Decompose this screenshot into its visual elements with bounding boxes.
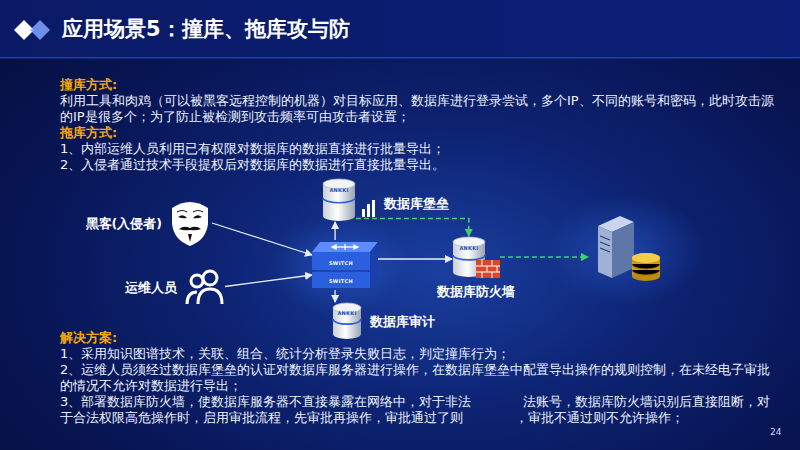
body-text: 3、部署数据库防火墙，使数据库服务器不直接暴露在网络中，对于非法 法账号，数据库…	[60, 394, 772, 426]
database-firewall: ANKKI数据库防火墙	[452, 236, 500, 278]
database-audit: ANKKI数据库审计	[332, 302, 362, 340]
database-firewall-shape	[452, 236, 500, 278]
section-heading: 撞库方式:	[60, 77, 117, 93]
body-text: 2、入侵者通过技术手段提权后对数据库的数据进行直接批量导出。	[60, 157, 776, 173]
database-bastion: ANKKI数据库堡垒	[322, 178, 356, 222]
database-bastion-shape	[322, 178, 356, 222]
node-label: 数据库堡垒	[384, 196, 449, 211]
page-number: 24	[770, 424, 781, 440]
hacker-icon: 黑客(入侵者)	[168, 200, 212, 246]
connector	[225, 275, 312, 287]
node-label: 数据库防火墙	[432, 284, 520, 299]
section-heading: 解决方案:	[60, 330, 117, 346]
body-text: 1、采用知识图谱技术，关联、组合、统计分析登录失败日志，判定撞库行为；	[60, 346, 776, 362]
device-mark: ANKKI	[332, 310, 362, 316]
connector	[212, 223, 312, 255]
device-mark: SWITCH	[312, 260, 370, 266]
database-server-shape	[588, 212, 662, 282]
switch-icon: SWITCH SWITCH	[312, 240, 378, 290]
slide-title: 应用场景5：撞库、拖库攻与防	[62, 16, 350, 42]
body-text: 2、运维人员须经过数据库堡垒的认证对数据库服务器进行操作，在数据库堡垒中配置导出…	[60, 362, 772, 394]
database-server	[588, 212, 662, 282]
operator-icon: 运维人员	[185, 268, 225, 305]
operator-icon-shape	[185, 268, 225, 305]
section-heading: 拖库方式:	[60, 125, 117, 141]
device-mark: SWITCH	[312, 278, 370, 284]
connector	[334, 290, 335, 302]
connector	[378, 258, 452, 259]
body-text: 1、内部运维人员利用已有权限对数据库的数据直接进行批量导出；	[60, 141, 776, 157]
device-mark: ANKKI	[322, 187, 356, 193]
hacker-icon-shape	[168, 200, 212, 246]
node-label: 数据库审计	[370, 314, 435, 329]
node-label: 运维人员	[125, 280, 177, 295]
node-label: 黑客(入侵者)	[86, 216, 162, 231]
connector	[500, 256, 588, 258]
connector	[356, 219, 469, 237]
database-audit-shape	[332, 302, 362, 340]
device-mark: ANKKI	[452, 245, 486, 251]
connector	[334, 222, 335, 240]
body-text: 利用工具和肉鸡（可以被黑客远程控制的机器）对目标应用、数据库进行登录尝试，多个I…	[60, 93, 776, 125]
